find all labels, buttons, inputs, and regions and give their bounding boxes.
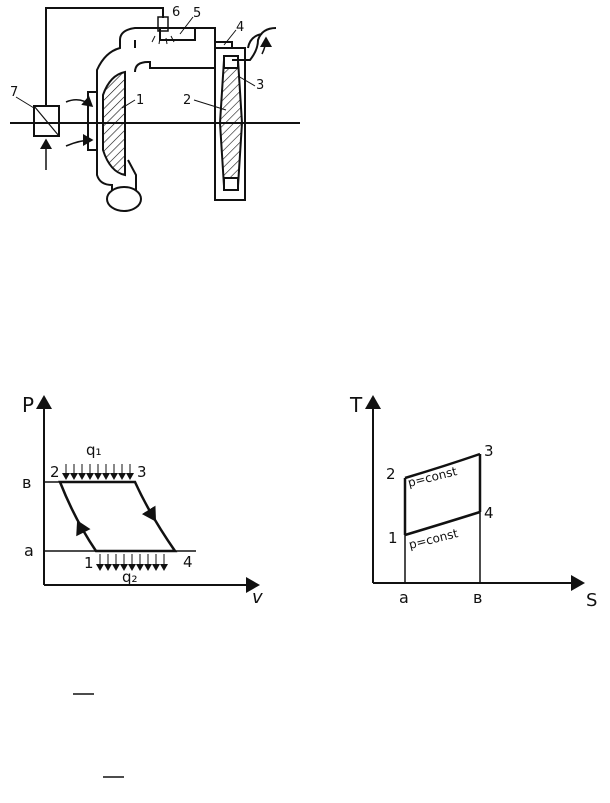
ts-point-1: 1 (388, 529, 398, 547)
pv-labels: P v в a q₁ q₂ 1 2 3 4 (22, 393, 263, 608)
control-box (33, 105, 60, 137)
schematic-labels: 1 2 3 4 5 6 7 (10, 5, 264, 111)
air-inlet-arrow-top (65, 95, 94, 107)
pv-heat-out-label: q₂ (122, 568, 138, 586)
turbine-casing (214, 47, 246, 201)
combustor-bulb (106, 186, 142, 212)
label-1: 1 (136, 93, 144, 108)
fuel-injector (157, 16, 169, 32)
heat-out-arrows (96, 554, 168, 571)
ts-point-4: 4 (484, 504, 494, 522)
pv-point-2: 2 (50, 463, 60, 481)
air-inlet-arrow-bottom (65, 134, 94, 147)
combustor-duct (134, 42, 216, 73)
pv-axis-y-label: P (22, 393, 34, 417)
pv-axis-x-label: v (252, 587, 263, 608)
turbine-blade (218, 59, 244, 187)
exhaust-arrow (259, 36, 272, 55)
pv-tick-high: в (22, 473, 31, 492)
ts-isobar-high-label: p=const (406, 464, 458, 490)
gas-turbine-schematic (10, 7, 300, 212)
pv-point-3: 3 (137, 463, 147, 481)
nozzle (215, 41, 233, 48)
ts-isobar-low-label: p=const (407, 526, 459, 552)
ts-axis-y-label: T (349, 393, 363, 417)
heat-in-arrows (62, 464, 134, 480)
label-5: 5 (193, 6, 201, 21)
ts-isobar-high (404, 452, 481, 480)
ts-point-2: 2 (386, 465, 396, 483)
ts-labels: T S a в p=const p=const 1 2 3 4 (349, 393, 597, 611)
combustor-chamber (159, 28, 196, 41)
label-3: 3 (256, 78, 264, 93)
compressor-casing (96, 27, 216, 95)
label-6: 6 (172, 5, 180, 20)
label-7: 7 (10, 85, 18, 100)
ts-isobar-low (404, 510, 481, 537)
ts-diagram (365, 395, 585, 591)
ts-axis-x-label: S (586, 590, 597, 611)
pv-point-1: 1 (84, 554, 94, 572)
control-line (45, 7, 164, 106)
ts-point-3: 3 (484, 442, 494, 460)
pv-cycle (58, 480, 178, 553)
pv-heat-in-label: q₁ (86, 441, 102, 459)
label-2: 2 (183, 93, 191, 108)
ts-tick-b: в (473, 588, 482, 607)
pv-point-4: 4 (183, 553, 193, 571)
label-4: 4 (236, 20, 244, 35)
compressor-impeller (102, 70, 126, 177)
compressor-inlet-flange (87, 91, 98, 151)
pv-diagram (36, 395, 260, 593)
exhaust-elbow (232, 27, 277, 61)
pv-tick-low: a (24, 541, 34, 560)
ts-tick-a: a (399, 588, 409, 607)
